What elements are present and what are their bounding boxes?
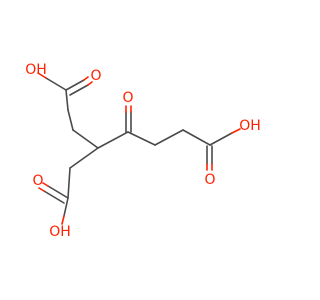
bond-right-c-oh (209, 132, 233, 146)
bond-c4-c5 (69, 147, 99, 169)
bond-bottom-c-o-a (47, 185, 69, 199)
bond-top-c-o-b (69, 84, 89, 96)
bond-bottom-c-oh (63, 197, 69, 217)
bond-c8-c9 (154, 129, 184, 146)
bond-bottom-o-red-a (42, 182, 49, 187)
atom-label-top-o: O (90, 68, 101, 84)
bond-c7-c8 (127, 131, 156, 146)
bond-top-c-o-a (65, 79, 85, 91)
bond-top-o-red-b (87, 81, 93, 86)
atom-label-right-oh: OH (239, 118, 261, 134)
atom-label-top-oh: OH (25, 62, 47, 78)
bond-top-oh-red (37, 72, 47, 79)
bond-top-c-oh (45, 77, 67, 91)
bond-c1-c2 (65, 89, 69, 111)
bond-bottom-o-red-b (38, 187, 45, 192)
bond-c9-c10 (182, 129, 211, 146)
bond-c3-c4 (72, 129, 99, 149)
bond-bottom-c-o-b (43, 190, 65, 204)
structure-diagram: OH O O OH O O OH (25, 62, 261, 240)
atom-label-right-o: O (204, 172, 215, 188)
atom-label-ketone-o: O (122, 90, 133, 106)
bond-bottom-oh-red (61, 215, 65, 225)
bond-c2-c3 (67, 109, 74, 131)
bond-top-o-red-a (83, 76, 89, 81)
bond-c5-c6 (67, 167, 71, 199)
atom-label-bottom-o: O (32, 173, 43, 189)
bond-right-oh-red (231, 128, 241, 134)
atom-label-bottom-oh: OH (49, 224, 71, 240)
molecule-canvas: OH O O OH O O OH (25, 62, 261, 240)
bond-c4-c7 (97, 131, 129, 149)
